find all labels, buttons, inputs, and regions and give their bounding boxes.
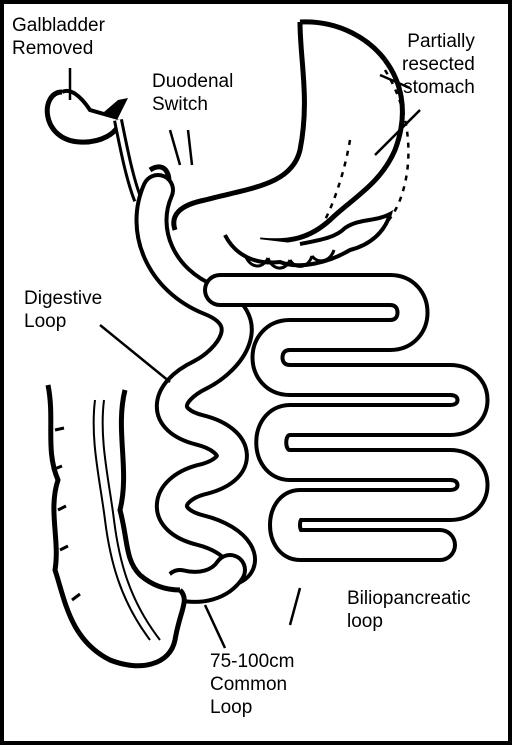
label-gallbladder-removed: Galbladder Removed (12, 14, 105, 60)
common-channel (163, 553, 247, 604)
label-line: Duodenal (152, 71, 234, 92)
common-loop-pointer (203, 604, 227, 649)
stomach (171, 19, 410, 270)
label-line: Switch (152, 94, 208, 115)
label-line: Common (210, 674, 288, 695)
label-line: Digestive (24, 288, 103, 309)
bile-duct (113, 119, 143, 202)
digestive-loop-pointer (99, 324, 171, 383)
label-line: Loop (24, 311, 67, 332)
label-line: 75-100cm (210, 651, 295, 672)
label-partially-resected-stomach: Partially resected stomach (402, 30, 475, 99)
biliopancreatic-pointer (288, 587, 302, 626)
label-duodenal-switch: Duodenal Switch (152, 70, 233, 116)
label-line: resected (402, 54, 475, 75)
label-digestive-loop: Digestive Loop (24, 287, 102, 333)
label-common-loop: 75-100cm Common Loop (210, 650, 295, 719)
duodenal-switch-pointer (168, 129, 182, 166)
label-biliopancreatic-loop: Biliopancreatic loop (347, 587, 471, 633)
digestive-loop-path (134, 173, 257, 587)
label-line: Loop (210, 697, 253, 718)
label-line: Biliopancreatic (347, 588, 471, 609)
label-line: Galbladder (12, 15, 105, 36)
label-line: Partially (407, 31, 475, 52)
gallbladder (44, 89, 128, 145)
label-line: Removed (12, 38, 94, 59)
biliopancreatic-loop-path (203, 273, 490, 562)
pointer-lines (68, 68, 421, 649)
label-line: loop (347, 611, 383, 632)
label-line: stomach (403, 77, 475, 98)
stomach-pointer (374, 109, 421, 156)
large-intestine (45, 384, 187, 669)
